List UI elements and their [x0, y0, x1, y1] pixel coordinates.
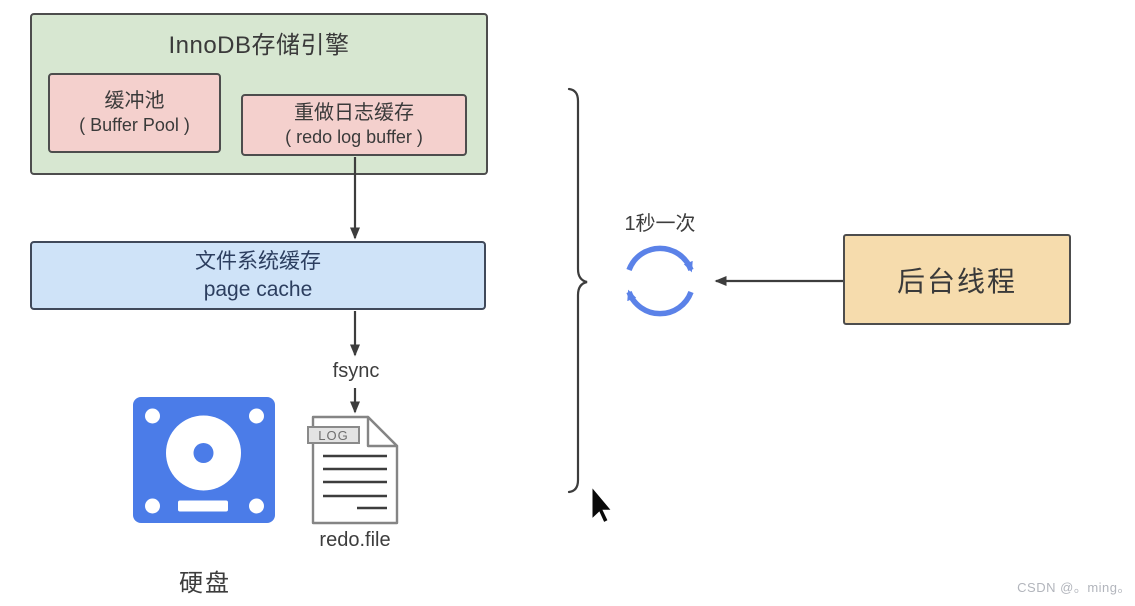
fsync-label: fsync: [332, 360, 380, 382]
mouse-cursor-icon: [591, 485, 613, 524]
hard-disk-icon: [133, 397, 275, 523]
redo-file-label: redo.file: [319, 529, 391, 551]
log-file-icon: LOG: [307, 415, 399, 525]
buffer-pool-subtitle: ( Buffer Pool ): [79, 115, 190, 136]
log-badge: LOG: [318, 428, 348, 443]
buffer-pool-name: 缓冲池: [104, 89, 165, 112]
redo-log-buffer-box: 重做日志缓存 ( redo log buffer ): [241, 94, 467, 156]
csdn-watermark: CSDN @。ming。: [1017, 580, 1131, 595]
redo-log-buffer-subtitle: ( redo log buffer ): [285, 127, 423, 148]
interval-label: 1秒一次: [624, 213, 696, 235]
background-thread-label: 后台线程: [896, 265, 1017, 297]
redo-log-buffer-name: 重做日志缓存: [294, 101, 414, 124]
buffer-pool-box: 缓冲池 ( Buffer Pool ): [48, 73, 221, 153]
grouping-brace: [567, 87, 588, 494]
innodb-engine-title: InnoDB存储引擎: [168, 32, 350, 59]
innodb-engine-box: InnoDB存储引擎 缓冲池 ( Buffer Pool ) 重做日志缓存 ( …: [30, 13, 488, 175]
disk-label: 硬盘: [179, 570, 231, 597]
background-thread-box: 后台线程: [843, 234, 1071, 325]
page-cache-name: 文件系统缓存: [195, 250, 321, 274]
refresh-cycle-icon: [626, 245, 694, 317]
page-cache-box: 文件系统缓存 page cache: [30, 241, 486, 310]
page-cache-subtitle: page cache: [203, 277, 313, 301]
